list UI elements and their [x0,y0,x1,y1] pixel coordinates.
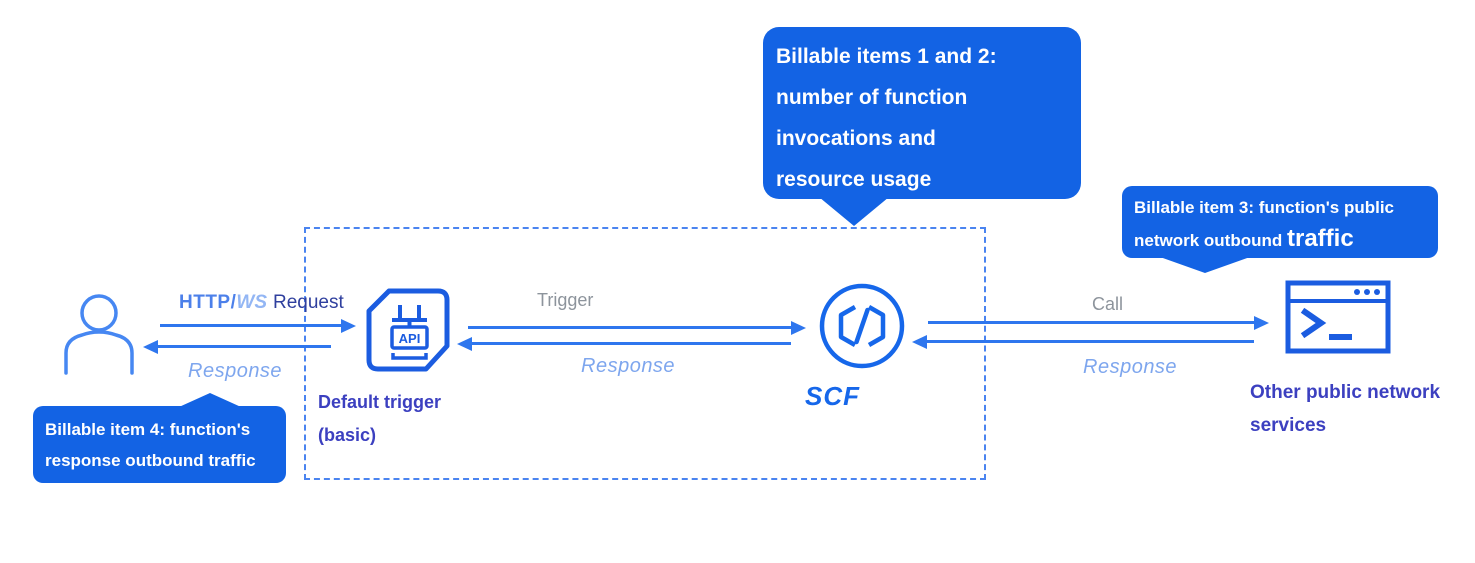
call-arrow [928,321,1257,324]
request-label: HTTP/WS Request [179,292,344,314]
callout-line: resource usage [776,168,932,191]
external-services-label-line2: services [1250,415,1327,436]
callout-emphasis-word: traffic [1286,225,1354,252]
user-icon [58,289,140,380]
call-response-arrow [924,340,1254,343]
callout-billable-item-4: Billable item 4: function's response out… [33,393,286,483]
callout-tail-down-icon [1160,257,1250,273]
terminal-window-icon [1285,280,1391,359]
trigger-edge-label: Trigger [537,290,594,310]
request-arrow [160,324,344,327]
request-label-text: Request [273,292,344,313]
callout-tail-down-icon [819,197,889,226]
callout-line: network outbound traffic [1134,225,1354,252]
call-edge-label: Call [1092,294,1124,314]
request-label-http: HTTP/ [179,292,237,313]
default-trigger-label-line2: (basic) [318,425,377,445]
request-label-ws: WS [236,292,267,313]
callout-line: invocations and [776,127,936,150]
billing-scope-dashed-box [304,227,986,480]
external-services-label-line1: Other public network [1250,382,1441,403]
trigger-arrow [468,326,794,329]
callout-line: Billable items 1 and 2: [776,45,997,68]
default-trigger-label-line1: Default trigger [318,392,442,412]
call-response-label: Response [1083,356,1178,378]
api-icon-text: API [399,331,421,346]
trigger-response-arrow [469,342,791,345]
callout-line: response outbound traffic [45,451,256,470]
callout-billable-item-3: Billable item 3: function's public netwo… [1122,186,1438,273]
callout-line: number of function [776,86,968,109]
api-gateway-icon: API [362,284,454,381]
scf-label: SCF [805,381,860,411]
callout-billable-items-1-2: Billable items 1 and 2: number of functi… [763,27,1081,226]
callout-line: Billable item 4: function's [45,420,251,439]
response-arrow [155,345,331,348]
callout-line: Billable item 3: function's public [1134,198,1395,217]
scf-icon [817,281,907,376]
response-label: Response [188,360,283,382]
trigger-response-label: Response [581,355,676,377]
callout-tail-up-icon [179,393,241,407]
